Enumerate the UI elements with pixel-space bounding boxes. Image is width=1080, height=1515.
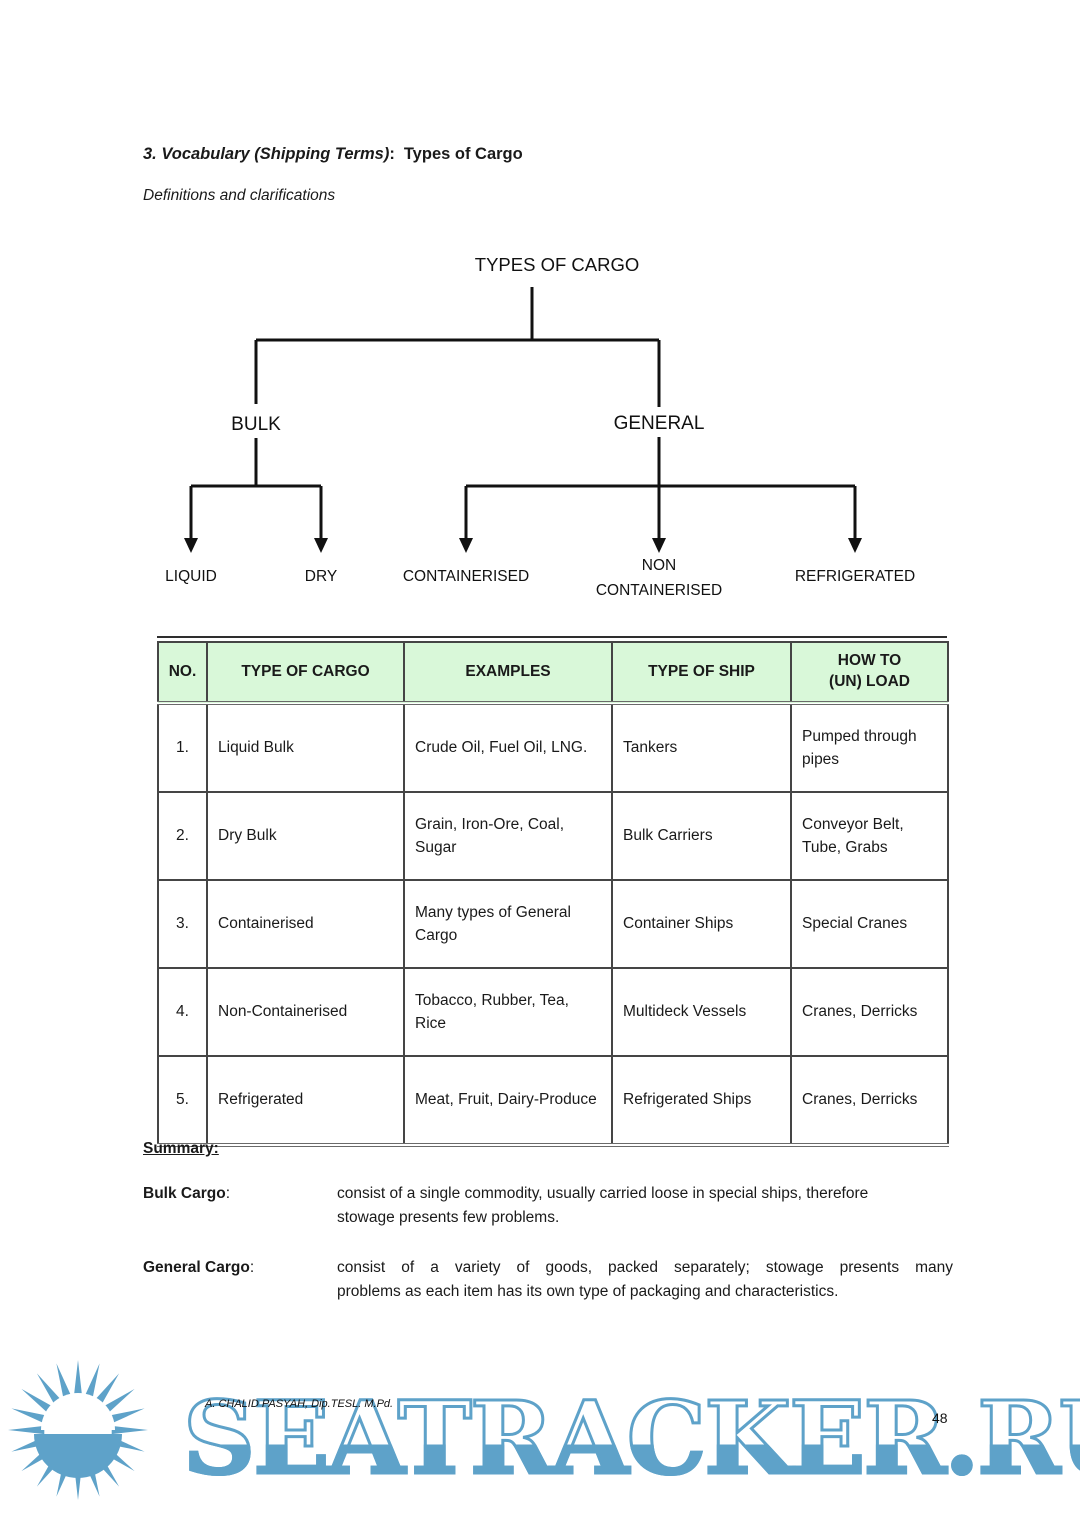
- cell-no: 2.: [157, 791, 208, 881]
- diagram-bulk-label: BULK: [231, 414, 281, 435]
- cell-load: Cranes, Derricks: [790, 1055, 949, 1147]
- page-number: 48: [932, 1410, 948, 1426]
- table-top-rule: [157, 636, 947, 638]
- col-header-no: NO.: [157, 641, 208, 705]
- arrow-down-icon: [848, 538, 862, 553]
- cell-no: 1.: [157, 702, 208, 793]
- cell-ship: Tankers: [611, 702, 792, 793]
- cargo-table: NO. TYPE OF CARGO EXAMPLES TYPE OF SHIP …: [157, 641, 949, 1147]
- diagram-liquid-label: LIQUID: [165, 568, 217, 585]
- cell-load: Cranes, Derricks: [790, 967, 949, 1057]
- section-heading: 3. Vocabulary (Shipping Terms): Types of …: [143, 145, 523, 164]
- general-cargo-term: General Cargo:: [143, 1256, 254, 1280]
- types-of-cargo-tree-diagram: TYPES OF CARGO BULK GENERAL LIQUID DRY C…: [165, 254, 915, 599]
- sun-logo-icon: [8, 1360, 148, 1500]
- bulk-cargo-term: Bulk Cargo:: [143, 1182, 230, 1206]
- cell-no: 3.: [157, 879, 208, 969]
- table-row: 2. Dry Bulk Grain, Iron-Ore, Coal, Sugar…: [157, 791, 949, 881]
- arrow-down-icon: [314, 538, 328, 553]
- diagram-root-label: TYPES OF CARGO: [475, 254, 639, 275]
- cell-ship: Bulk Carriers: [611, 791, 792, 881]
- cell-type: Refrigerated: [206, 1055, 405, 1147]
- sun-dome: [41, 1393, 115, 1430]
- section-heading-title: Types of Cargo: [403, 145, 523, 163]
- general-cargo-term-bold: General Cargo: [143, 1259, 250, 1276]
- table-row: 3. Containerised Many types of General C…: [157, 879, 949, 969]
- cell-type: Non-Containerised: [206, 967, 405, 1057]
- diagram-non-containerised-label-line1: NON: [642, 557, 676, 574]
- bulk-cargo-term-bold: Bulk Cargo: [143, 1185, 226, 1202]
- cell-examples: Meat, Fruit, Dairy-Produce: [403, 1055, 613, 1147]
- cell-no: 5.: [157, 1055, 208, 1147]
- col-header-how-to-unload: HOW TO (UN) LOAD: [790, 641, 949, 705]
- general-cargo-definition: consist of a variety of goods, packed se…: [337, 1256, 953, 1304]
- diagram-non-containerised-label-line2: CONTAINERISED: [596, 582, 722, 599]
- bulk-cargo-definition: consist of a single commodity, usually c…: [337, 1182, 953, 1230]
- cell-load: Conveyor Belt, Tube, Grabs: [790, 791, 949, 881]
- cell-load: Special Cranes: [790, 879, 949, 969]
- cell-type: Liquid Bulk: [206, 702, 405, 793]
- sun-sea: [34, 1434, 122, 1478]
- bulk-cargo-colon: :: [225, 1185, 230, 1202]
- bulk-cargo-definition-line1: consist of a single commodity, usually c…: [337, 1185, 869, 1202]
- cell-no: 4.: [157, 967, 208, 1057]
- cell-type: Containerised: [206, 879, 405, 969]
- cell-ship: Multideck Vessels: [611, 967, 792, 1057]
- section-heading-numbered: 3. Vocabulary (Shipping Terms): [143, 145, 390, 163]
- diagram-dry-label: DRY: [305, 568, 337, 585]
- cell-type: Dry Bulk: [206, 791, 405, 881]
- cell-ship: Container Ships: [611, 879, 792, 969]
- cell-examples: Crude Oil, Fuel Oil, LNG.: [403, 702, 613, 793]
- table-row: 1. Liquid Bulk Crude Oil, Fuel Oil, LNG.…: [157, 702, 949, 793]
- col-header-type-of-cargo: TYPE OF CARGO: [206, 641, 405, 705]
- arrow-down-icon: [652, 538, 666, 553]
- general-cargo-definition-line2: problems as each item has its own type o…: [337, 1283, 839, 1300]
- summary-title: Summary:: [143, 1140, 219, 1157]
- general-cargo-colon: :: [249, 1259, 255, 1276]
- bulk-cargo-definition-line2: stowage presents few problems.: [337, 1209, 560, 1226]
- section-heading-colon: :: [389, 145, 395, 163]
- cell-examples: Many types of General Cargo: [403, 879, 613, 969]
- author-footer-text: A. CHALID PASYAH, Dip.TESL. M.Pd.: [205, 1398, 394, 1410]
- arrow-down-icon: [459, 538, 473, 553]
- cargo-table-section: NO. TYPE OF CARGO EXAMPLES TYPE OF SHIP …: [157, 636, 949, 1147]
- arrow-down-icon: [184, 538, 198, 553]
- table-row: 5. Refrigerated Meat, Fruit, Dairy-Produ…: [157, 1055, 949, 1147]
- cell-ship: Refrigerated Ships: [611, 1055, 792, 1147]
- diagram-refrigerated-label: REFRIGERATED: [795, 568, 915, 585]
- table-header-row: NO. TYPE OF CARGO EXAMPLES TYPE OF SHIP …: [157, 641, 949, 705]
- cell-examples: Grain, Iron-Ore, Coal, Sugar: [403, 791, 613, 881]
- diagram-general-label: GENERAL: [614, 413, 705, 434]
- table-row: 4. Non-Containerised Tobacco, Rubber, Te…: [157, 967, 949, 1057]
- cell-load: Pumped through pipes: [790, 702, 949, 793]
- diagram-containerised-label: CONTAINERISED: [403, 568, 529, 585]
- section-subtitle: Definitions and clarifications: [143, 187, 336, 204]
- seatracker-watermark: SEATRACKER.RU: [182, 1374, 1080, 1510]
- col-header-type-of-ship: TYPE OF SHIP: [611, 641, 792, 705]
- col-header-examples: EXAMPLES: [403, 641, 613, 705]
- cell-examples: Tobacco, Rubber, Tea, Rice: [403, 967, 613, 1057]
- general-cargo-definition-line1: consist of a variety of goods, packed se…: [337, 1259, 953, 1276]
